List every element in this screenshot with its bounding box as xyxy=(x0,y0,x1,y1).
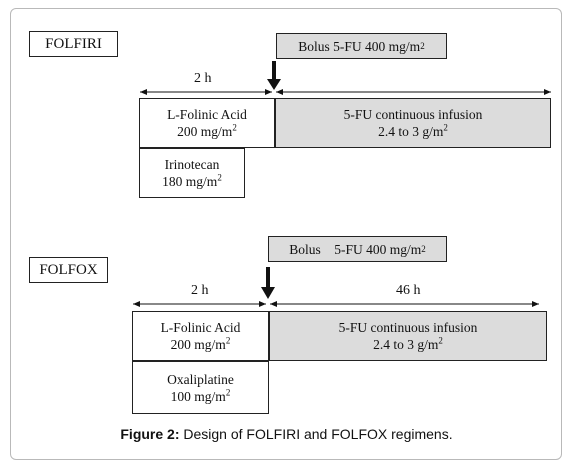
folfox-folinic-dose: 200 mg/m xyxy=(170,337,226,352)
folfiri-continuous-dose: 2.4 to 3 g/m xyxy=(378,124,444,139)
folfiri-duration-label: 2 h xyxy=(194,71,212,86)
folfiri-folinic-name: L-Folinic Acid xyxy=(167,107,247,122)
folfiri-title: FOLFIRI xyxy=(45,35,102,52)
folfiri-continuous-name: 5-FU continuous infusion xyxy=(343,107,483,122)
folfiri-bolus-arrowhead xyxy=(267,79,281,90)
figure-frame xyxy=(10,8,562,460)
folfiri-title-box: FOLFIRI xyxy=(29,31,118,57)
folfox-continuous-box: 5-FU continuous infusion 2.4 to 3 g/m2 xyxy=(269,311,547,361)
caption-text: Design of FOLFIRI and FOLFOX regimens. xyxy=(179,426,453,442)
folfox-continuous-dose: 2.4 to 3 g/m xyxy=(373,337,439,352)
folfiri-continuous-box: 5-FU continuous infusion 2.4 to 3 g/m2 xyxy=(275,98,551,148)
folfox-oxaliplatine-dose-line: 100 mg/m2 xyxy=(171,388,231,405)
folfox-duration-label-2: 46 h xyxy=(396,283,421,298)
folfox-bolus-arrowhead xyxy=(261,287,275,299)
folfiri-folinic-box: L-Folinic Acid 200 mg/m2 xyxy=(139,98,275,148)
folfiri-continuous-sup: 2 xyxy=(443,122,448,133)
folfox-continuous-dose-line: 2.4 to 3 g/m2 xyxy=(373,336,443,353)
folfox-oxaliplatine-box: Oxaliplatine 100 mg/m2 xyxy=(132,361,269,414)
folfox-oxaliplatine-dose: 100 mg/m xyxy=(170,388,226,404)
folfiri-irinotecan-dose-line: 180 mg/m2 xyxy=(162,173,222,190)
folfiri-irinotecan-name: Irinotecan xyxy=(164,157,220,172)
figure-caption: Figure 2: Design of FOLFIRI and FOLFOX r… xyxy=(0,426,573,442)
folfox-oxaliplatine-name: Oxaliplatine xyxy=(167,371,234,387)
folfox-folinic-box: L-Folinic Acid 200 mg/m2 xyxy=(132,311,269,361)
folfox-bolus-text: Bolus 5-FU 400 mg/m xyxy=(289,241,422,257)
folfiri-irinotecan-dose: 180 mg/m xyxy=(162,174,218,189)
folfiri-folinic-dose: 200 mg/m xyxy=(177,124,233,139)
folfiri-irinotecan-sup: 2 xyxy=(217,172,222,183)
folfiri-irinotecan-box: Irinotecan 180 mg/m2 xyxy=(139,148,245,198)
caption-prefix: Figure 2: xyxy=(120,426,180,442)
folfox-duration-label: 2 h xyxy=(191,283,209,298)
folfox-continuous-name: 5-FU continuous infusion xyxy=(338,320,478,335)
folfox-folinic-dose-line: 200 mg/m2 xyxy=(171,336,231,353)
folfox-folinic-sup: 2 xyxy=(225,335,231,346)
folfiri-bolus-text: Bolus 5-FU 400 mg/m xyxy=(298,38,421,54)
folfiri-folinic-dose-line: 200 mg/m2 xyxy=(177,123,237,140)
folfiri-folinic-sup: 2 xyxy=(232,122,237,133)
folfiri-continuous-dose-line: 2.4 to 3 g/m2 xyxy=(378,123,448,140)
folfox-title-box: FOLFOX xyxy=(29,257,108,283)
folfox-oxaliplatine-sup: 2 xyxy=(225,387,231,397)
folfox-continuous-sup: 2 xyxy=(438,335,443,346)
folfox-title: FOLFOX xyxy=(39,261,98,278)
folfox-folinic-name: L-Folinic Acid xyxy=(160,320,241,335)
